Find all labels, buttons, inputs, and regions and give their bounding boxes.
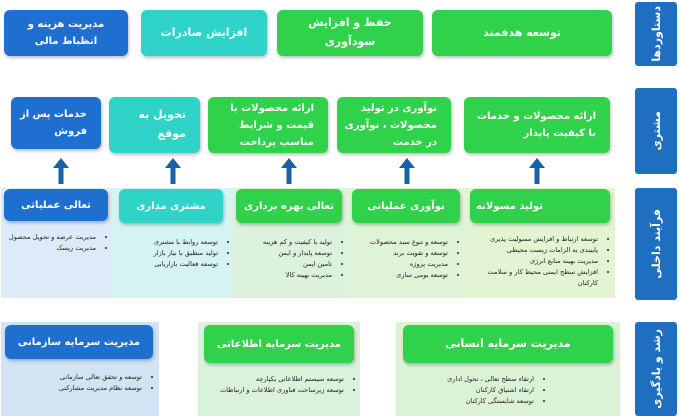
list-item: پایبندی به الزامات زیست محیطی <box>468 245 598 256</box>
list-item: توسعه بومی سازی <box>352 270 448 281</box>
arrow-up-icon <box>165 158 181 184</box>
customer-box-quality: ارائه محصولات و خدمات با کیفیت پایدار <box>464 97 610 153</box>
customer-box-innovation: نوآوری در تولید محصولات ، نوآوری در خدمت <box>337 97 451 153</box>
list-item: توسعه پایدار و ایمن <box>236 248 332 259</box>
list-item: مدیریت ریسک <box>6 243 96 254</box>
side-label-goals: دستاوردها <box>635 2 677 66</box>
list-item: مدیریت پروژه <box>352 259 448 270</box>
growth-title-information-capital: مدیریت سرمایه اطلاعاتی <box>204 325 354 363</box>
list-item: توسعه سیستم اطلاعاتی یکپارچه <box>204 374 344 385</box>
goal-box-cost-management: مدیریت هزینه و انظباط مالی <box>4 10 128 56</box>
growth-list-information-capital: توسعه سیستم اطلاعاتی یکپارچه توسعه زیرسا… <box>204 374 354 396</box>
growth-title-organizational-capital: مدیریت سرمایه سازمانی <box>5 325 153 359</box>
list-item: توسعه زیرساخت فناوری اطلاعات و ارتباطات <box>204 385 344 396</box>
list-item: توسعه و تحقق تعالی سازمانی <box>6 372 142 383</box>
growth-list-human-capital: ارتقاء سطح تعالی ، تحول اداری ارتقاء اشت… <box>432 374 544 407</box>
internal-list-responsible-production: توسعه ارتباط و افزایش مسولیت پذیری پایبن… <box>468 234 608 288</box>
arrow-up-icon <box>281 158 297 184</box>
internal-list-operational-excellence: تولید با کیفیت و کم هزینه توسعه پایدار و… <box>236 237 342 281</box>
list-item: تولید با کیفیت و کم هزینه <box>236 237 332 248</box>
customer-box-on-time-delivery: تحویل به موقع <box>109 97 200 153</box>
arrow-up-icon <box>529 158 545 184</box>
list-item: توسعه روابط با مشتری <box>118 237 218 248</box>
list-item: مدیریت بهینه کالا <box>236 270 332 281</box>
internal-title-customer-orientation: مشتری مداری <box>119 189 223 223</box>
list-item: توسعه شایستگی کارکنان <box>432 396 534 407</box>
list-item: توسعه نظام مدیریت مشارکتی <box>6 383 142 394</box>
list-item: افزایش سطح ایمنی محیط کار و سلامت کارکنا… <box>468 267 598 289</box>
internal-title-responsible-production: تولید مسولانه <box>470 189 610 223</box>
growth-list-organizational-capital: توسعه و تحقق تعالی سازمانی توسعه نظام مد… <box>6 372 152 394</box>
internal-title-operational-excellence: تعالی بهره برداری <box>236 189 342 223</box>
internal-title-operational-excellence-2: تعالی عملیاتی <box>4 189 108 221</box>
growth-title-human-capital: مدیریت سرمایه انسانی <box>403 325 613 363</box>
list-item: توسعه ارتباط و افزایش مسولیت پذیری <box>468 234 598 245</box>
list-item: توسعه و تقویت برند <box>352 248 448 259</box>
customer-box-pricing: ارائه محصولات با قیمت و شرایط مناسب پردا… <box>208 97 328 153</box>
list-item: مدیریت عرضه و تحویل محصول <box>6 232 96 243</box>
goal-box-profitability: حفظ و افزایش سودآوری <box>277 10 423 56</box>
goal-box-exports: افزایش صادرات <box>141 10 267 56</box>
customer-box-after-sales: خدمات پس از فروش <box>11 97 101 149</box>
list-item: توسعه و تنوع سبد محصولات <box>352 237 448 248</box>
internal-list-operational-excellence-2: مدیریت عرضه و تحویل محصول مدیریت ریسک <box>6 232 106 254</box>
list-item: مدیریت بهینه منابع انرژی <box>468 256 598 267</box>
internal-list-customer-orientation: توسعه روابط با مشتری تولید منطبق با نیاز… <box>118 237 228 270</box>
list-item: تامین ایمن <box>236 259 332 270</box>
list-item: تولید منطبق با نیاز بازار <box>118 248 218 259</box>
internal-list-operational-innovation: توسعه و تنوع سبد محصولات توسعه و تقویت ب… <box>352 237 458 281</box>
side-label-customer: مشتری <box>635 88 677 174</box>
side-label-growth: رشد و یادگیری <box>635 322 677 416</box>
list-item: ارتقاء اشتیاق کارکنان <box>432 385 534 396</box>
internal-title-operational-innovation: نوآوری عملیاتی <box>352 189 460 223</box>
side-label-internal: فرآیند داخلی <box>635 188 677 300</box>
arrow-up-icon <box>53 158 69 184</box>
list-item: توسعه فعالیت بازاریابی <box>118 259 218 270</box>
arrow-up-icon <box>399 158 415 184</box>
goal-box-targeted-development: توسعه هدفمند <box>432 10 612 56</box>
list-item: ارتقاء سطح تعالی ، تحول اداری <box>432 374 534 385</box>
